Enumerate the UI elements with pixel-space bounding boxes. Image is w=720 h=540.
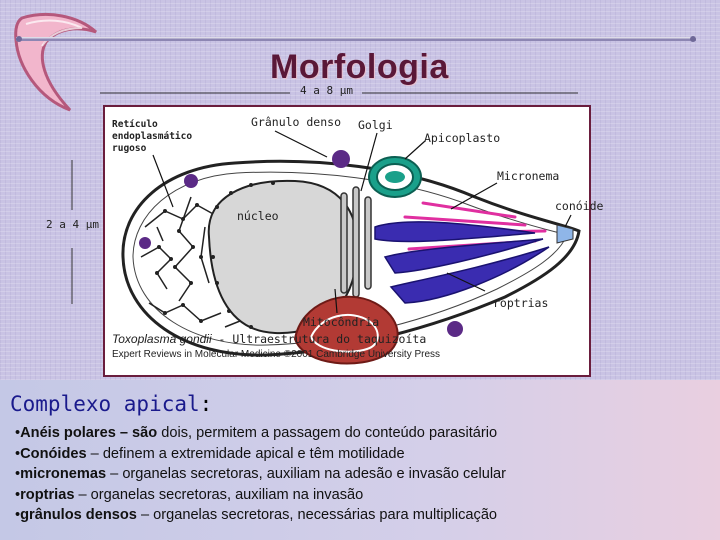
list-item: •grânulos densos – organelas secretoras,…: [15, 507, 498, 523]
caption-species: Toxoplasma gondii: [112, 332, 212, 346]
bullet-text: – definem a extremidade apical e têm mot…: [86, 445, 405, 462]
bullet-term: Conóides: [20, 445, 87, 462]
label-micronema: Micronema: [497, 169, 560, 183]
bullet-text: – organelas secretoras, necessárias para…: [136, 507, 498, 523]
label-mitocondria: Mitocôndria: [303, 315, 380, 329]
label-granulo-denso: Grânulo denso: [251, 115, 342, 129]
scale-bar-horizontal: [100, 92, 578, 94]
top-rule: [16, 36, 696, 42]
cell-diagram-figure: Retículo endoplasmático rugoso Grânulo d…: [103, 105, 603, 377]
caption-line: Toxoplasma gondii - Ultraestrutura do ta…: [112, 332, 582, 348]
label-golgi: Golgi: [358, 118, 393, 132]
bullet-list: •Anéis polares – são dois, permitem a pa…: [15, 423, 715, 526]
scale-vertical-label: 2 a 4 μm: [46, 218, 99, 231]
list-item: •Anéis polares – são dois, permitem a pa…: [15, 425, 498, 441]
section-heading-text: Complexo apical: [10, 392, 200, 416]
label-nucleo: núcleo: [237, 209, 279, 223]
label-conoide: conóide: [555, 199, 604, 213]
label-apicoplasto: Apicoplasto: [424, 131, 501, 145]
boomerang-logo-icon: [14, 12, 97, 112]
label-roptrias: roptrias: [493, 296, 549, 310]
list-item: •roptrias – organelas secretoras, auxili…: [15, 486, 364, 503]
bullet-text: – organelas secretoras, auxiliam na ades…: [106, 466, 507, 482]
section-heading-colon: :: [199, 392, 213, 416]
bullet-text: dois, permitem a passagem do conteúdo pa…: [157, 425, 498, 441]
bullet-term: roptrias: [20, 486, 75, 503]
bullet-term: micronemas: [20, 466, 107, 482]
figure-caption: Toxoplasma gondii - Ultraestrutura do ta…: [112, 332, 582, 362]
scale-horizontal-label: 4 a 8 μm: [300, 84, 353, 97]
bullet-term: Anéis polares – são: [20, 425, 158, 441]
scale-bar-vertical: [71, 160, 73, 304]
credit-line-1: Expert Reviews in Molecular Medicine ©20…: [112, 349, 441, 360]
bullet-text: – organelas secretoras, auxiliam na inva…: [74, 486, 364, 503]
list-item: •Conóides – definem a extremidade apical…: [15, 445, 405, 462]
bottom-band: [0, 380, 720, 540]
list-item: •micronemas – organelas secretoras, auxi…: [15, 466, 507, 482]
bullet-term: grânulos densos: [20, 507, 137, 523]
section-heading: Complexo apical:: [10, 392, 212, 416]
tachyzoite-diagram: [121, 130, 581, 365]
page-title: Morfologia: [270, 48, 449, 86]
caption-rest: - Ultraestrutura do taquizoíta: [211, 332, 427, 346]
label-reticulo: Retículo endoplasmático rugoso: [112, 119, 193, 154]
